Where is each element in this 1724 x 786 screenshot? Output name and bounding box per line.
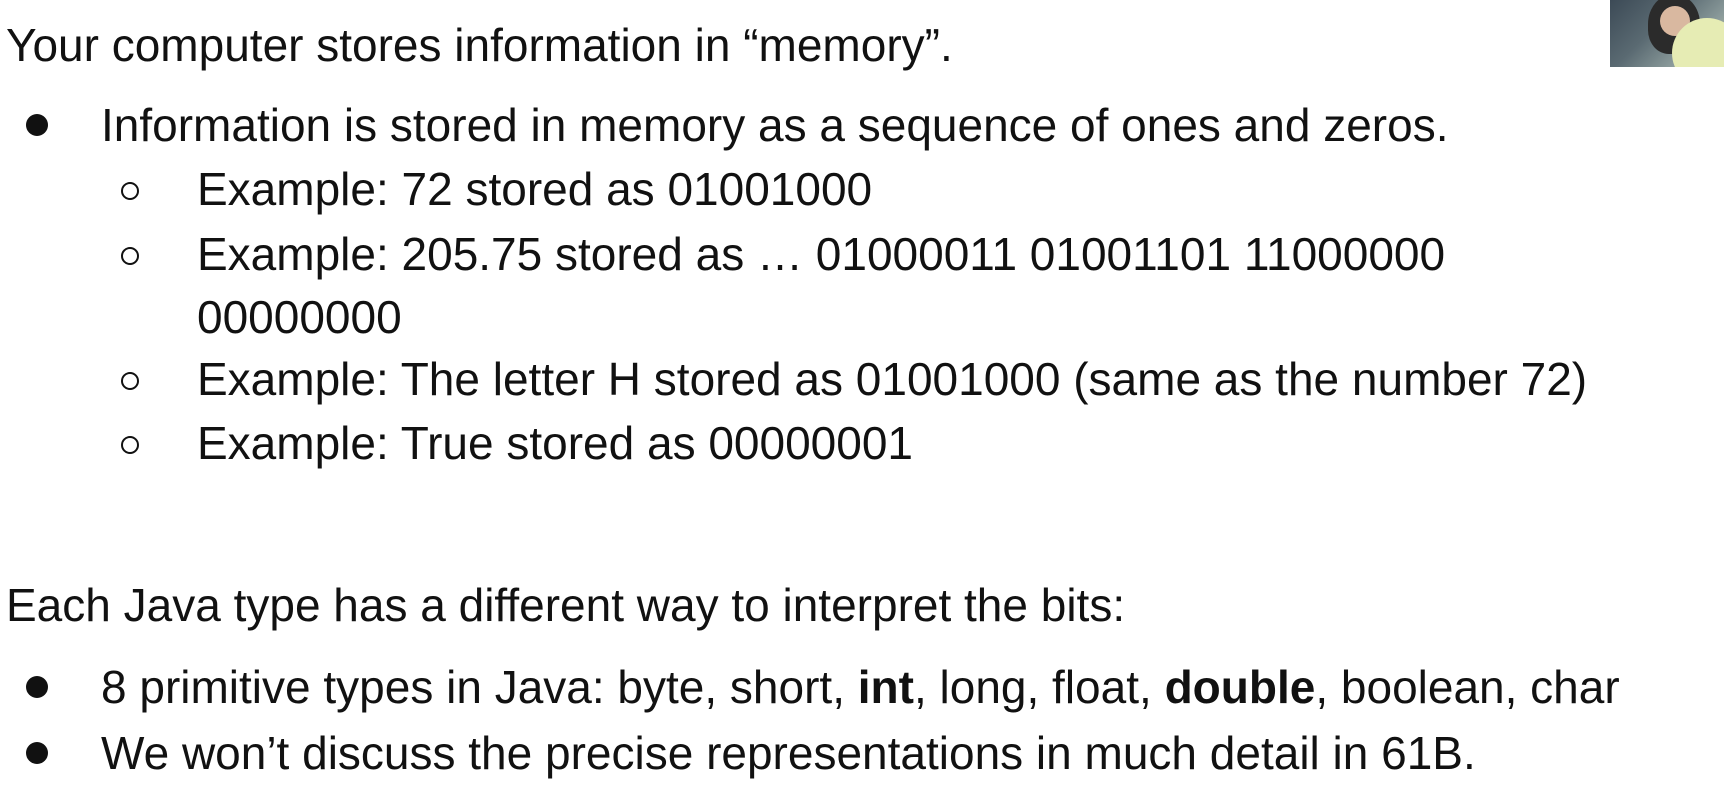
example-205-75: Example: 205.75 stored as … 01000011 010…	[197, 228, 1446, 280]
primitive-types-prefix: 8 primitive types in Java: byte, short,	[101, 661, 858, 713]
example-205-75-continued: 00000000	[197, 291, 402, 343]
bullet-binary-storage: Information is stored in memory as a seq…	[101, 99, 1449, 151]
sub-bullet-marker	[121, 372, 139, 390]
primitive-types-mid: , long, float,	[913, 661, 1165, 713]
example-72: Example: 72 stored as 01001000	[197, 163, 873, 215]
sub-bullet-marker	[121, 182, 139, 200]
example-letter-h: Example: The letter H stored as 01001000…	[197, 353, 1588, 405]
heading-memory: Your computer stores information in “mem…	[6, 19, 953, 71]
example-true: Example: True stored as 00000001	[197, 417, 914, 469]
bullet-61b-detail: We won’t discuss the precise representat…	[101, 727, 1476, 779]
heading-java-types: Each Java type has a different way to in…	[6, 579, 1126, 631]
bullet-primitive-types: 8 primitive types in Java: byte, short, …	[101, 659, 1620, 715]
primitive-types-suffix: , boolean, char	[1315, 661, 1620, 713]
keyword-int: int	[857, 661, 914, 713]
keyword-double: double	[1164, 661, 1316, 713]
sub-bullet-marker	[121, 436, 139, 454]
bullet-marker	[26, 742, 48, 764]
bullet-marker	[26, 676, 48, 698]
bullet-marker	[26, 114, 48, 136]
presenter-webcam-thumbnail	[1610, 0, 1724, 67]
sub-bullet-marker	[121, 247, 139, 265]
